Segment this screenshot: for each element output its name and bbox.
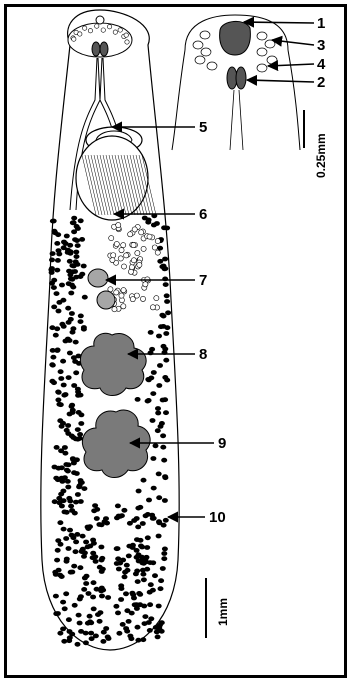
callout-9: 9 bbox=[218, 435, 226, 452]
callout-3: 3 bbox=[317, 37, 325, 54]
callout-8: 8 bbox=[199, 346, 207, 363]
arrow-4 bbox=[268, 64, 314, 66]
arrow-1 bbox=[244, 22, 314, 23]
callout-5: 5 bbox=[199, 119, 207, 136]
callout-6: 6 bbox=[199, 206, 207, 223]
callout-7: 7 bbox=[199, 272, 207, 289]
inset-pharynx-right bbox=[236, 67, 246, 89]
detail-inset: 0.25mm bbox=[172, 15, 328, 178]
body-outline bbox=[41, 10, 179, 650]
inset-scale-label: 0.25mm bbox=[314, 133, 328, 178]
callout-10: 10 bbox=[209, 509, 226, 526]
arrow-3 bbox=[272, 40, 314, 45]
callout-4: 4 bbox=[317, 56, 326, 73]
inset-oral-sucker bbox=[220, 21, 251, 55]
callout-2: 2 bbox=[317, 74, 325, 91]
arrow-2 bbox=[247, 80, 314, 82]
body-scale-label: 1mm bbox=[216, 598, 230, 626]
callout-1: 1 bbox=[317, 15, 325, 32]
ovary-upper bbox=[88, 269, 108, 287]
ovary-lower bbox=[97, 291, 115, 309]
